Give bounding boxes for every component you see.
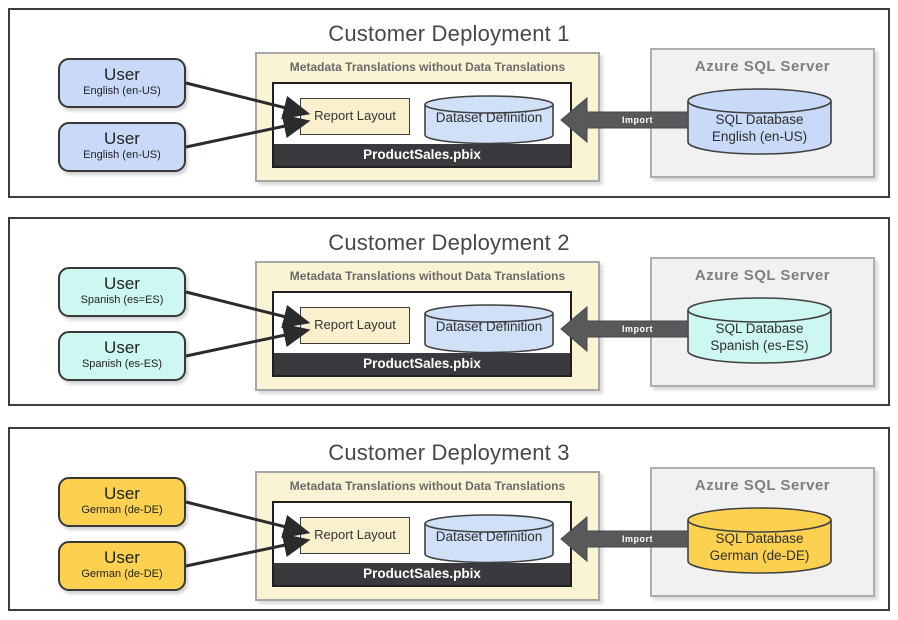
cylinder-shape <box>424 95 554 145</box>
user-locale: German (de-DE) <box>81 568 163 580</box>
cylinder-shape <box>424 304 554 354</box>
azure-sql-server-title: Azure SQL Server <box>694 267 831 284</box>
deployment-panel-2: Customer Deployment 2 User Spanish (es=E… <box>8 217 890 406</box>
user-box: User German (de-DE) <box>58 477 186 527</box>
user-label: User <box>104 338 140 357</box>
metadata-translations-header: Metadata Translations without Data Trans… <box>289 269 566 283</box>
user-label: User <box>104 548 140 567</box>
sql-database-cylinder: SQL Database Spanish (es-ES) <box>687 297 832 365</box>
deployment-panel-1: Customer Deployment 1 User English (en-U… <box>8 8 890 198</box>
metadata-translations-header: Metadata Translations without Data Trans… <box>289 60 566 74</box>
user-box: User Spanish (es-ES) <box>58 331 186 381</box>
pbix-file-box: Report Layout Dataset Definition Product… <box>272 501 572 587</box>
sql-database-cylinder: SQL Database German (de-DE) <box>687 507 832 575</box>
dataset-definition-cylinder: Dataset Definition <box>424 304 554 354</box>
report-layout-box: Report Layout <box>300 98 410 135</box>
cylinder-shape <box>424 514 554 564</box>
report-layout-box: Report Layout <box>300 307 410 344</box>
user-locale: German (de-DE) <box>81 504 163 516</box>
user-label: User <box>104 129 140 148</box>
user-label: User <box>104 484 140 503</box>
panel-title: Customer Deployment 2 <box>328 230 570 255</box>
sql-database-label: SQL Database Spanish (es-ES) <box>710 321 809 353</box>
dataset-definition-cylinder: Dataset Definition <box>424 514 554 564</box>
deployment-panel-3: Customer Deployment 3 User German (de-DE… <box>8 427 890 611</box>
azure-sql-server-title: Azure SQL Server <box>694 58 831 75</box>
cylinder-shape <box>687 88 832 155</box>
pbix-file-box: Report Layout Dataset Definition Product… <box>272 291 572 377</box>
user-label: User <box>104 65 140 84</box>
pbix-file-box: Report Layout Dataset Definition Product… <box>272 82 572 168</box>
panel-title: Customer Deployment 1 <box>328 21 570 46</box>
user-locale: Spanish (es-ES) <box>81 358 163 370</box>
dataset-definition-label: Dataset Definition <box>435 529 543 544</box>
user-box: User German (de-DE) <box>58 541 186 591</box>
import-arrow-label: Import <box>622 534 653 544</box>
pbix-filename-bar: ProductSales.pbix <box>274 563 570 585</box>
metadata-translations-header: Metadata Translations without Data Trans… <box>289 479 566 493</box>
pbix-filename-bar: ProductSales.pbix <box>274 353 570 375</box>
user-label: User <box>104 274 140 293</box>
dataset-definition-cylinder: Dataset Definition <box>424 95 554 145</box>
user-locale: Spanish (es=ES) <box>80 294 164 306</box>
import-arrow-label: Import <box>622 324 653 334</box>
azure-sql-server-title: Azure SQL Server <box>694 477 831 494</box>
report-layout-box: Report Layout <box>300 517 410 554</box>
user-box: User English (en-US) <box>58 122 186 172</box>
pbix-filename-bar: ProductSales.pbix <box>274 144 570 166</box>
user-locale: English (en-US) <box>83 85 161 97</box>
cylinder-shape <box>687 507 832 574</box>
import-arrow-label: Import <box>622 115 653 125</box>
panel-title: Customer Deployment 3 <box>328 440 570 465</box>
dataset-definition-label: Dataset Definition <box>435 319 543 334</box>
azure-sql-server-box: Azure SQL Server SQL Database English (e… <box>650 48 875 178</box>
user-locale: English (en-US) <box>83 149 161 161</box>
cylinder-shape <box>687 297 832 364</box>
sql-database-label: SQL Database German (de-DE) <box>709 531 810 563</box>
user-box: User English (en-US) <box>58 58 186 108</box>
dataset-definition-label: Dataset Definition <box>435 110 543 125</box>
user-box: User Spanish (es=ES) <box>58 267 186 317</box>
sql-database-label: SQL Database English (en-US) <box>711 112 808 144</box>
sql-database-cylinder: SQL Database English (en-US) <box>687 88 832 156</box>
